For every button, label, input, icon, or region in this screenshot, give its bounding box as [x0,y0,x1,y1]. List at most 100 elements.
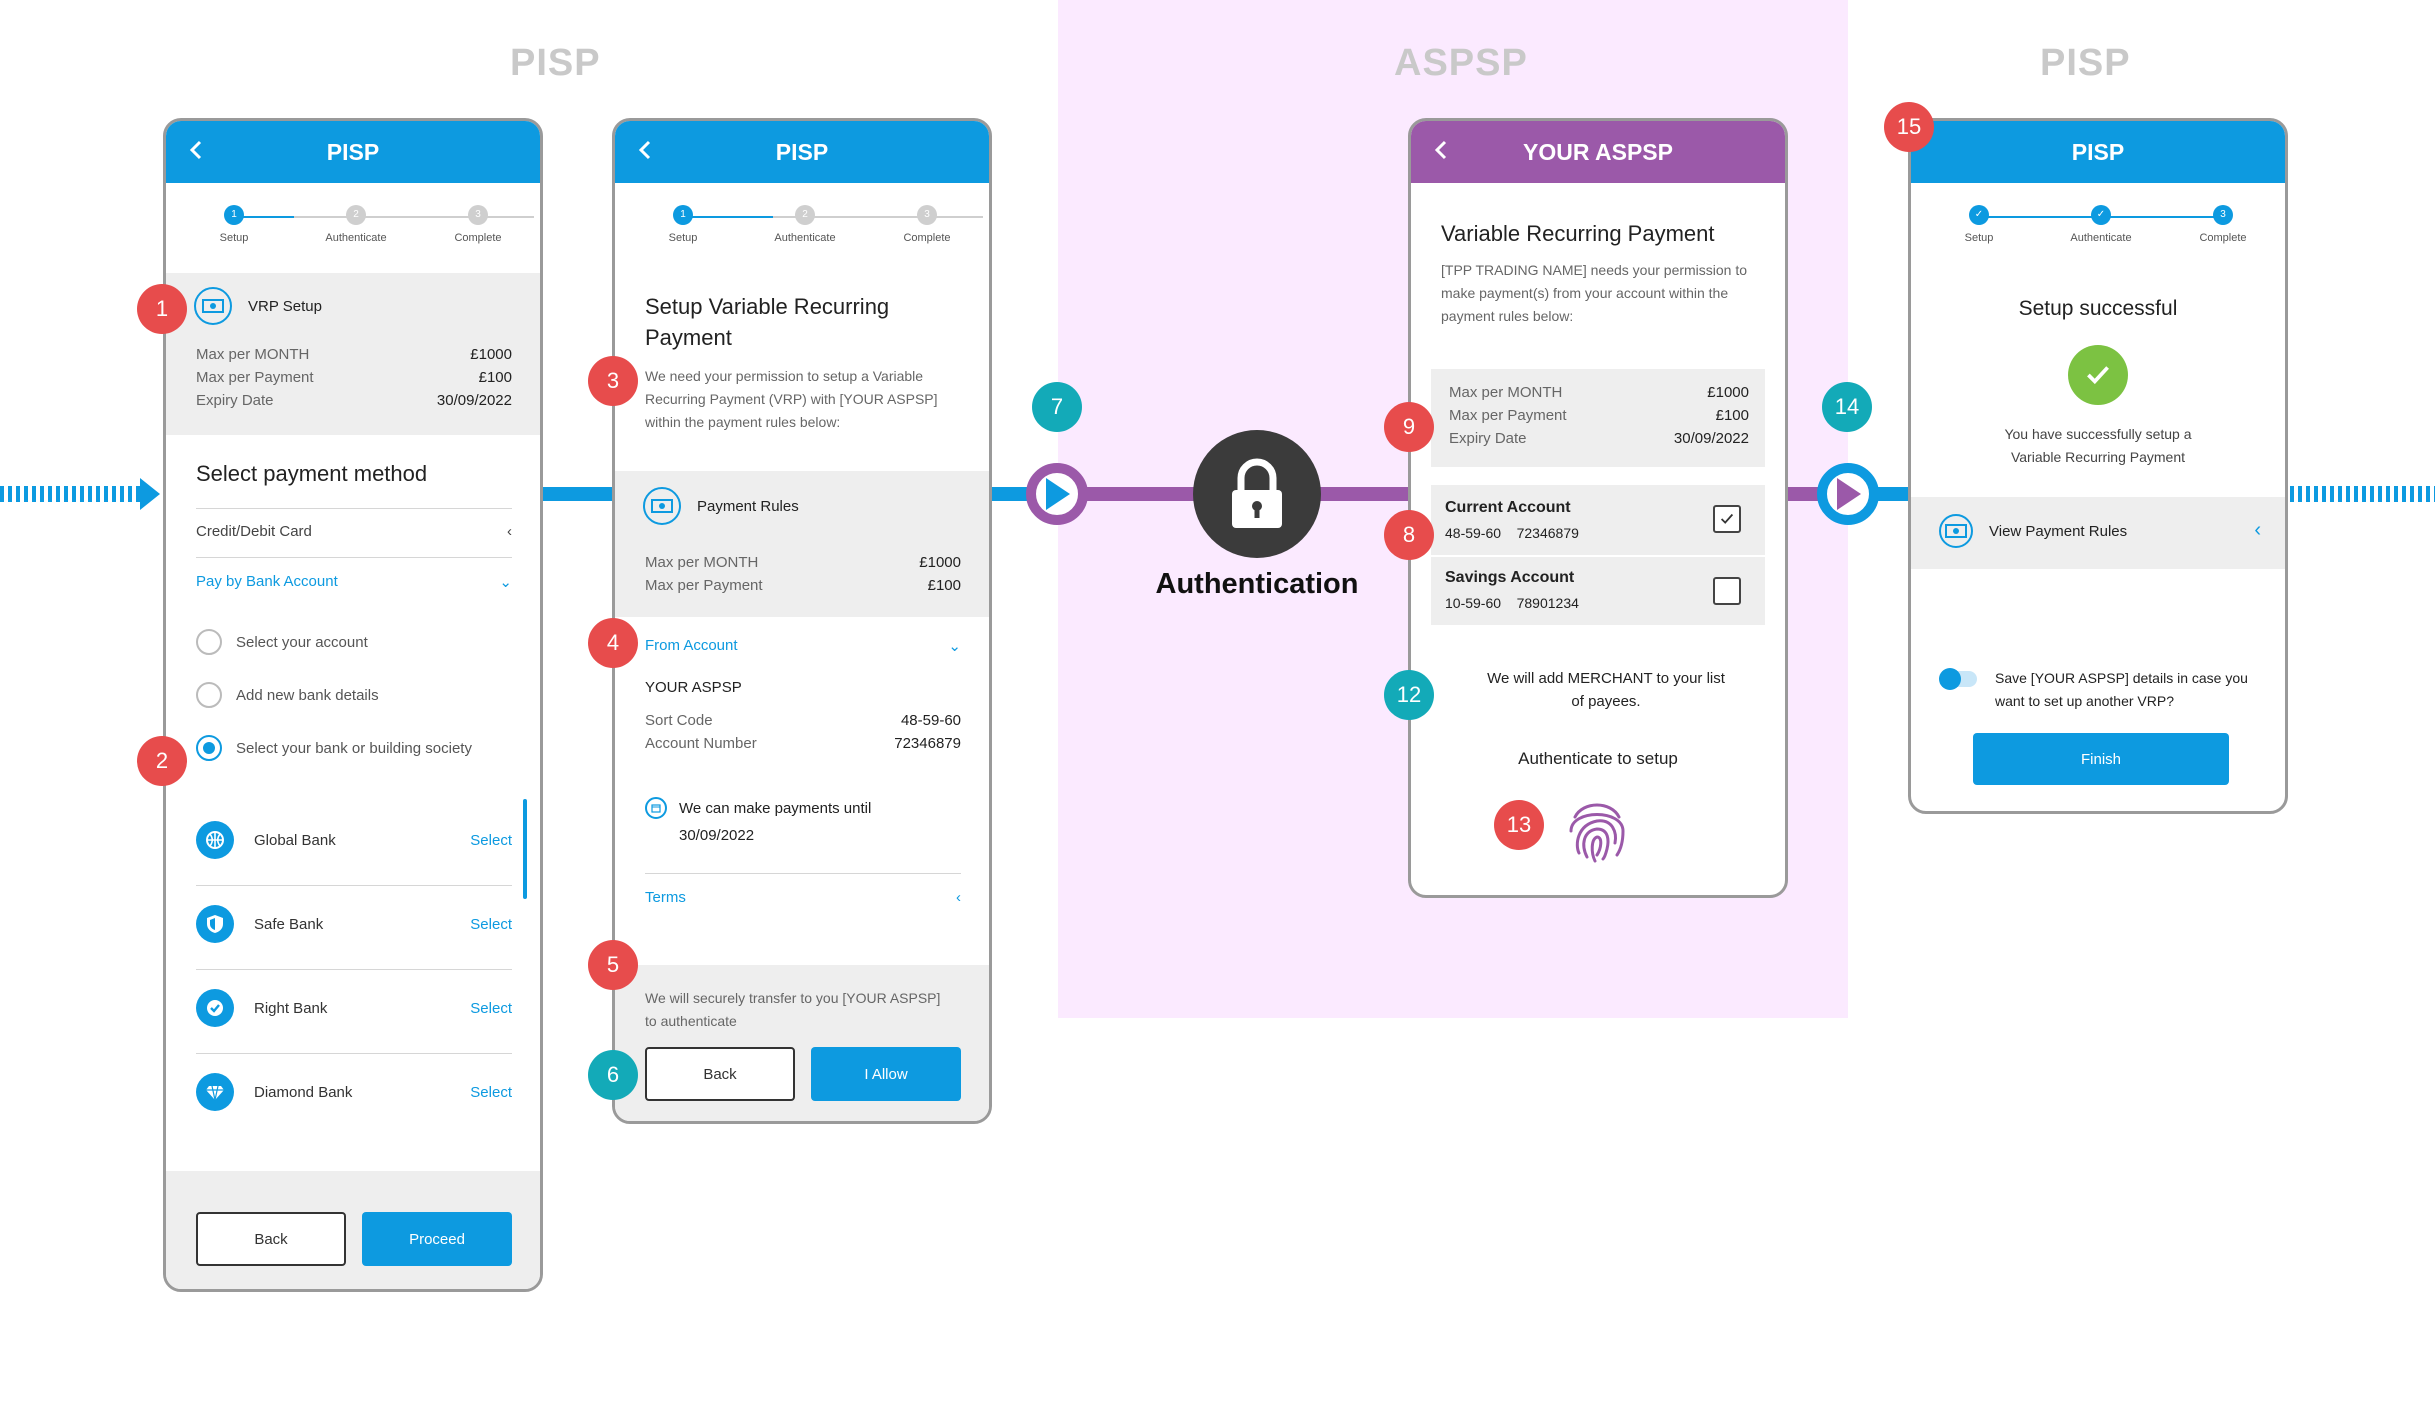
radio-select-account[interactable]: Select your account [196,629,368,655]
back-chevron-icon[interactable] [1431,139,1453,161]
badge-8: 8 [1384,510,1434,560]
badge-15: 15 [1884,102,1934,152]
bank-name: Safe Bank [254,915,324,933]
back-button[interactable]: Back [196,1212,346,1266]
card-option[interactable]: Credit/Debit Card ‹ [196,523,512,540]
chevron-left-icon: ‹ [956,889,961,906]
screen-3-header: YOUR ASPSP [1411,121,1785,183]
select-payment-title: Select payment method [196,461,428,486]
aspsp-limits-panel: Max per MONTH£1000 Max per Payment£100 E… [1431,369,1765,467]
chevron-down-icon: ⌄ [499,574,512,591]
calendar-icon [645,797,667,819]
bank-name: Right Bank [254,999,328,1017]
back-button[interactable]: Back [645,1047,795,1101]
transfer-note: We will securely transfer to you [YOUR A… [645,990,941,1029]
finish-button[interactable]: Finish [1973,733,2229,785]
bank-row-diamond: Diamond Bank Select [196,1073,512,1111]
account-savings[interactable]: Savings Account 10-59-60 78901234 [1445,569,1579,611]
radio-select-bank[interactable]: Select your bank or building society [196,735,472,761]
bank-option[interactable]: Pay by Bank Account ⌄ [196,573,512,591]
select-bank-link[interactable]: Select [470,1083,512,1101]
success-check-icon [2068,345,2128,405]
back-chevron-icon[interactable] [635,139,657,161]
account-current[interactable]: Current Account 48-59-60 72346879 [1445,499,1579,541]
badge-5: 5 [588,940,638,990]
payee-note: We will add MERCHANT to your list of pay… [1487,670,1725,710]
payment-until: We can make payments until [645,797,871,819]
from-account-label: From Account [645,637,738,654]
bank-name: Global Bank [254,831,336,849]
globe-icon [196,821,234,859]
screen-2-heading: Setup Variable Recurring Payment [645,294,890,350]
terms-label: Terms [645,889,686,906]
entry-arrow-head [140,478,160,510]
badge-12: 12 [1384,670,1434,720]
account-name: Savings Account [1445,569,1575,586]
success-message: You have successfully setup a Variable R… [2004,426,2192,465]
step-authenticate: ✓Authenticate [2041,205,2161,244]
terms-link[interactable]: Terms ‹ [645,889,961,906]
bank-row-safe: Safe Bank Select [196,905,512,943]
screen-2-title: PISP [775,138,829,165]
view-rules-row[interactable]: View Payment Rules ‹ [1911,497,2285,569]
proceed-button[interactable]: Proceed [362,1212,512,1266]
card-option-label: Credit/Debit Card [196,523,312,540]
connector-node-14-arrow [1837,478,1861,510]
limit-row: Max per MONTH£1000 [645,554,961,571]
screen-4-header: PISP [1911,121,2285,183]
badge-13: 13 [1494,800,1544,850]
account-bank-name: YOUR ASPSP [645,679,742,696]
select-bank-link[interactable]: Select [470,831,512,849]
authentication-label: Authentication [1155,568,1359,600]
authenticate-to-setup: Authenticate to setup [1518,749,1678,768]
save-details-note: Save [YOUR ASPSP] details in case you wa… [1995,670,2248,709]
until-text: We can make payments until [679,799,872,817]
chevron-left-icon: ‹ [507,523,512,540]
view-rules-label: View Payment Rules [1989,522,2128,540]
radio-add-bank[interactable]: Add new bank details [196,682,379,708]
save-details-toggle[interactable] [1939,668,1977,690]
checkbox-unchecked[interactable] [1713,577,1741,605]
screen-1-header: PISP [166,121,540,183]
until-date: 30/09/2022 [679,827,755,844]
screen-3-aspsp-consent: YOUR ASPSP Variable Recurring Payment [T… [1408,118,1788,898]
limit-row: Max per Payment£100 [645,577,961,594]
select-bank-link[interactable]: Select [470,999,512,1017]
check-circle-icon [196,989,234,1027]
back-chevron-icon[interactable] [186,139,208,161]
chevron-left-icon: ‹ [2254,519,2261,541]
from-account-toggle[interactable]: From Account ⌄ [645,637,961,655]
checkbox-checked[interactable] [1713,505,1741,533]
badge-3: 3 [588,356,638,406]
badge-2: 2 [137,736,187,786]
cash-icon [643,487,681,525]
badge-9: 9 [1384,402,1434,452]
badge-4: 4 [588,618,638,668]
list-scrollbar[interactable] [523,799,527,899]
account-list: Current Account 48-59-60 72346879 Saving… [1431,485,1765,625]
allow-button[interactable]: I Allow [811,1047,961,1101]
chevron-down-icon: ⌄ [948,638,961,655]
badge-14: 14 [1822,382,1872,432]
screen-3-title: YOUR ASPSP [1523,138,1673,165]
bank-row-global: Global Bank Select [196,821,512,859]
aspsp-intro: [TPP TRADING NAME] needs your permission… [1441,262,1748,324]
screen-1-title: PISP [326,138,380,165]
permission-intro: We need your permission to setup a Varia… [645,368,938,430]
badge-6: 6 [588,1050,638,1100]
select-bank-link[interactable]: Select [470,915,512,933]
fingerprint-icon[interactable] [1565,795,1629,865]
vrp-setup-panel: VRP Setup Max per MONTH£1000 Max per Pay… [166,273,540,435]
